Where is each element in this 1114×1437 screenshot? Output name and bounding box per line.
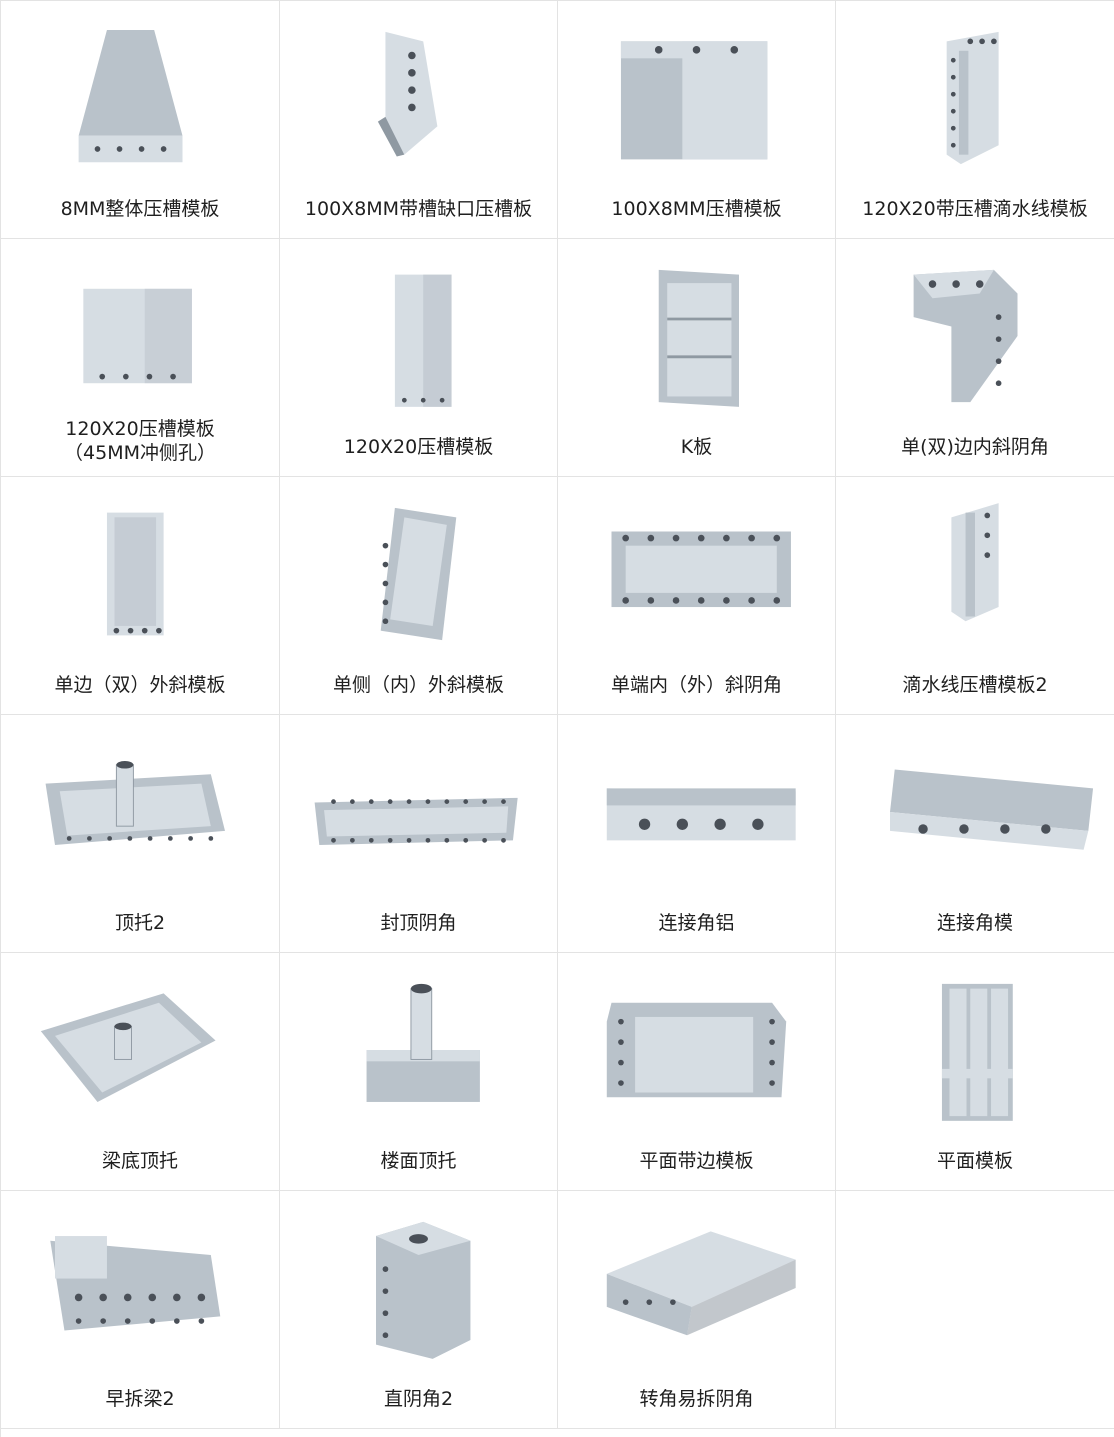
product-card[interactable]: 单(双)边内斜阴角 [836,239,1114,477]
product-card[interactable]: 单端内（外）斜阴角 [558,477,836,715]
drip-line-panel-2-icon [846,489,1104,659]
product-label: 连接角铝 [658,912,735,934]
product-label: 120X20压槽模板 [343,436,494,458]
product-label: 滴水线压槽模板2 [902,674,1048,696]
drip-line-panel-icon [846,13,1104,183]
product-label: 120X20带压槽滴水线模板 [862,198,1088,220]
tapered-panel-icon [11,13,269,183]
connecting-angle-mold-icon [846,727,1104,897]
product-card[interactable]: 100X8MM带槽缺口压槽板 [280,1,558,239]
connecting-angle-aluminum-icon [568,727,825,897]
product-label: 顶托2 [114,912,166,934]
product-card[interactable]: 100X8MM压槽模板 [558,1,836,239]
side-bevel-panel-icon [290,489,547,659]
flat-edged-panel-icon [568,965,825,1135]
product-label: 单端内（外）斜阴角 [610,674,782,696]
end-bevel-corner-icon [568,489,825,659]
product-label: 楼面顶托 [380,1150,457,1172]
product-label: 120X20压槽模板 （45MM冲侧孔） [64,418,216,464]
product-card[interactable]: 直阴角2 [280,1191,558,1429]
product-card[interactable]: 连接角铝 [558,715,836,953]
product-card[interactable]: 封顶阴角 [280,715,558,953]
product-card[interactable]: 120X20压槽模板 （45MM冲侧孔） [1,239,280,477]
groove-panel-icon [568,13,825,183]
inner-corner-icon [846,251,1104,421]
product-label: 8MM整体压槽模板 [60,198,220,220]
empty-cell [836,1191,1114,1429]
product-card[interactable]: 顶托2 [1,715,280,953]
product-card[interactable]: 连接角模 [836,715,1114,953]
straight-inner-corner-icon [290,1203,547,1373]
product-card[interactable]: 转角易拆阴角 [558,1191,836,1429]
product-label: 单(双)边内斜阴角 [901,436,1049,458]
product-label: 梁底顶托 [101,1150,178,1172]
product-card[interactable]: K板 [558,239,836,477]
tall-groove-panel-icon [290,251,547,421]
easy-removal-corner-icon [568,1203,825,1373]
product-card[interactable]: 单边（双）外斜模板 [1,477,280,715]
notched-groove-panel-icon [290,13,547,183]
product-label: 单侧（内）外斜模板 [332,674,504,696]
k-board-icon [568,251,825,421]
product-label: 封顶阴角 [380,912,457,934]
top-support-icon [11,727,269,897]
product-card[interactable]: 早拆梁2 [1,1191,280,1429]
product-card[interactable]: 8MM整体压槽模板 [1,1,280,239]
product-card[interactable]: 平面模板 [836,953,1114,1191]
product-label: 平面带边模板 [639,1150,754,1172]
product-card[interactable]: 滴水线压槽模板2 [836,477,1114,715]
product-label: 100X8MM带槽缺口压槽板 [304,198,533,220]
product-card[interactable]: 单侧（内）外斜模板 [280,477,558,715]
product-label: 直阴角2 [383,1388,454,1410]
product-card[interactable]: 梁底顶托 [1,953,280,1191]
capping-corner-icon [290,727,547,897]
product-label: 单边（双）外斜模板 [54,674,226,696]
product-label: K板 [680,436,713,458]
flat-groove-panel-icon [11,251,269,421]
product-card[interactable]: 120X20带压槽滴水线模板 [836,1,1114,239]
product-label: 连接角模 [936,912,1013,934]
product-label: 平面模板 [936,1150,1013,1172]
product-card[interactable]: 120X20压槽模板 [280,239,558,477]
floor-support-icon [290,965,547,1135]
product-label: 早拆梁2 [105,1388,175,1410]
product-label: 100X8MM压槽模板 [611,198,782,220]
product-card[interactable]: 楼面顶托 [280,953,558,1191]
outer-bevel-panel-icon [11,489,269,659]
product-card[interactable]: 平面带边模板 [558,953,836,1191]
product-label: 转角易拆阴角 [639,1388,754,1410]
beam-bottom-support-icon [11,965,269,1135]
flat-panel-icon [846,965,1104,1135]
early-removal-beam-icon [11,1203,269,1373]
